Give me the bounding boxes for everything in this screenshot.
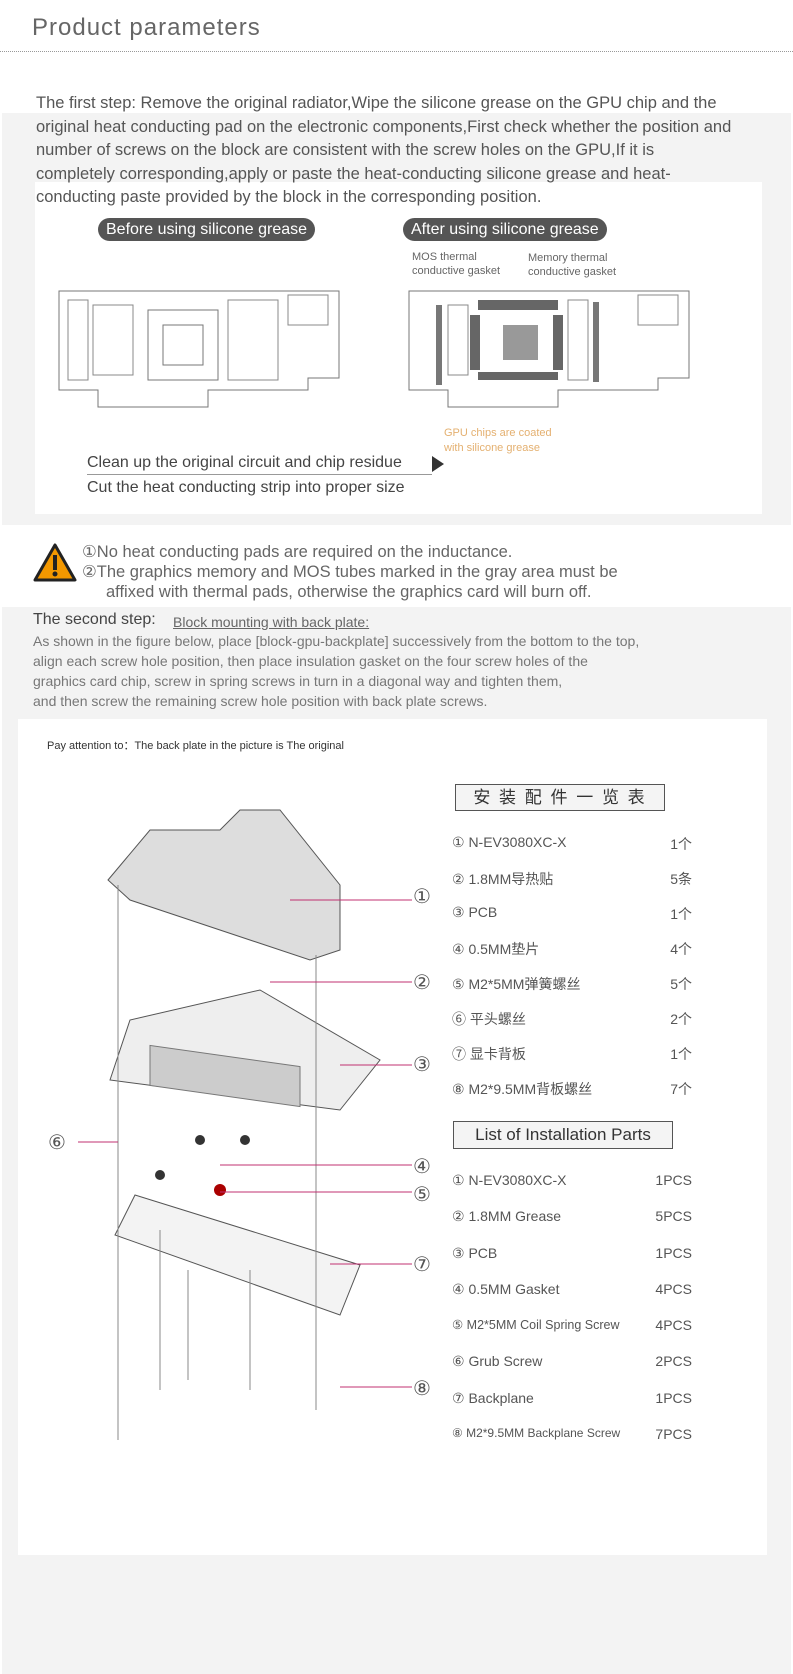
parts-en-row: ④ 0.5MM Gasket 4PCS bbox=[452, 1281, 692, 1317]
parts-en-row: ② 1.8MM Grease 5PCS bbox=[452, 1208, 692, 1244]
step2-line: graphics card chip, screw in spring scre… bbox=[33, 673, 563, 689]
parts-en-row: ⑦ Backplane 1PCS bbox=[452, 1390, 692, 1426]
part-qty: 4PCS bbox=[655, 1317, 692, 1334]
before-label: Before using silicone grease bbox=[98, 218, 316, 241]
exploded-assembly-diagram bbox=[78, 809, 412, 1440]
cut-label: Cut the heat conducting strip into prope… bbox=[87, 479, 405, 496]
pcb-before-diagram bbox=[58, 290, 340, 408]
memory-label: Memory thermal conductive gasket bbox=[528, 252, 617, 278]
parts-en-row: ① N-EV3080XC-X 1PCS bbox=[452, 1172, 692, 1208]
part-qty: 7个 bbox=[670, 1081, 692, 1097]
part-name: ④ 0.5MM垫片 bbox=[452, 941, 540, 957]
parts-cn-row: ⑧ M2*9.5MM背板螺丝 7个 bbox=[452, 1079, 692, 1114]
step2-title: The second step: bbox=[33, 611, 156, 628]
part-qty: 2PCS bbox=[655, 1353, 692, 1370]
parts-cn-title: 安 装 配 件 一 览 表 bbox=[455, 784, 665, 811]
callout-8: ⑧ bbox=[413, 1378, 431, 1400]
step2-line: and then screw the remaining screw hole … bbox=[33, 693, 488, 709]
part-name: ⑤ M2*5MM弹簧螺丝 bbox=[452, 976, 581, 992]
part-qty: 1个 bbox=[670, 836, 692, 852]
step1-text: The first step: Remove the original radi… bbox=[36, 94, 732, 206]
part-name: ① N-EV3080XC-X bbox=[452, 834, 567, 850]
part-qty: 5条 bbox=[670, 871, 692, 887]
step2-line: align each screw hole position, then pla… bbox=[33, 653, 588, 669]
part-qty: 1PCS bbox=[655, 1389, 692, 1406]
part-name: ⑦ 显卡背板 bbox=[452, 1046, 526, 1062]
part-name: ③ PCB bbox=[452, 1244, 498, 1261]
parts-cn-row: ④ 0.5MM垫片 4个 bbox=[452, 939, 692, 974]
warning-line-1: ①No heat conducting pads are required on… bbox=[82, 543, 513, 561]
part-name: ⑥ 平头螺丝 bbox=[452, 1011, 526, 1027]
parts-cn-row: ② 1.8MM导热贴 5条 bbox=[452, 869, 692, 904]
part-name: ⑧ M2*9.5MM Backplane Screw bbox=[452, 1426, 621, 1441]
clean-label: Clean up the original circuit and chip r… bbox=[87, 454, 402, 471]
part-name: ⑤ M2*5MM Coil Spring Screw bbox=[452, 1318, 620, 1333]
step2-subtitle: Block mounting with back plate: bbox=[173, 614, 370, 630]
part-qty: 7PCS bbox=[655, 1426, 692, 1443]
part-name: ⑧ M2*9.5MM背板螺丝 bbox=[452, 1081, 593, 1097]
parts-cn-row: ⑦ 显卡背板 1个 bbox=[452, 1044, 692, 1079]
mos-label: MOS thermal conductive gasket bbox=[412, 251, 501, 277]
divider bbox=[87, 474, 432, 475]
parts-cn-row: ⑤ M2*5MM弹簧螺丝 5个 bbox=[452, 974, 692, 1009]
parts-en-row: ⑤ M2*5MM Coil Spring Screw 4PCS bbox=[452, 1317, 692, 1353]
part-name: ④ 0.5MM Gasket bbox=[452, 1280, 560, 1297]
part-qty: 1PCS bbox=[655, 1244, 692, 1261]
step2-line: As shown in the figure below, place [blo… bbox=[33, 633, 640, 649]
part-qty: 1个 bbox=[670, 1046, 692, 1062]
part-name: ① N-EV3080XC-X bbox=[452, 1172, 567, 1188]
callout-6: ⑥ bbox=[48, 1132, 66, 1154]
warning-line-2: ②The graphics memory and MOS tubes marke… bbox=[82, 563, 618, 581]
part-name: ⑥ Grub Screw bbox=[452, 1353, 543, 1370]
parts-en-list: ① N-EV3080XC-X 1PCS ② 1.8MM Grease 5PCS ③ … bbox=[452, 1172, 692, 1462]
part-name: ⑦ Backplane bbox=[452, 1389, 534, 1406]
part-qty: 5个 bbox=[670, 976, 692, 992]
parts-en-row: ③ PCB 1PCS bbox=[452, 1245, 692, 1281]
part-qty: 2个 bbox=[670, 1011, 692, 1027]
part-qty: 4PCS bbox=[655, 1280, 692, 1297]
part-name: ③ PCB bbox=[452, 904, 498, 920]
parts-en-title: List of Installation Parts bbox=[453, 1121, 673, 1149]
parts-cn-row: ③ PCB 1个 bbox=[452, 904, 692, 939]
divider bbox=[0, 51, 793, 52]
part-qty: 1个 bbox=[670, 906, 692, 922]
part-qty: 1PCS bbox=[655, 1172, 692, 1188]
arrow-right-icon bbox=[432, 456, 444, 472]
part-qty: 5PCS bbox=[655, 1208, 692, 1225]
gpu-grease-label: GPU chips are coated with silicone greas… bbox=[444, 427, 552, 454]
callout-7: ⑦ bbox=[413, 1254, 431, 1276]
parts-cn-list: ① N-EV3080XC-X 1个 ② 1.8MM导热贴 5条 ③ PCB 1个 ④ … bbox=[452, 834, 692, 1114]
pcb-after-diagram bbox=[408, 290, 690, 408]
parts-cn-row: ⑥ 平头螺丝 2个 bbox=[452, 1009, 692, 1044]
callout-1: ① bbox=[413, 886, 431, 908]
part-name: ② 1.8MM导热贴 bbox=[452, 871, 554, 887]
part-qty: 4个 bbox=[670, 941, 692, 957]
warning-line-3: affixed with thermal pads, otherwise the… bbox=[106, 583, 592, 601]
parts-en-row: ⑧ M2*9.5MM Backplane Screw 7PCS bbox=[452, 1426, 692, 1462]
callout-5: ⑤ bbox=[413, 1184, 431, 1206]
diagram-note: Pay attention to：The back plate in the p… bbox=[47, 740, 344, 752]
callout-4: ④ bbox=[413, 1156, 431, 1178]
parts-en-row: ⑥ Grub Screw 2PCS bbox=[452, 1353, 692, 1389]
callout-3: ③ bbox=[413, 1054, 431, 1076]
part-name: ② 1.8MM Grease bbox=[452, 1208, 562, 1225]
callout-2: ② bbox=[413, 972, 431, 994]
parts-cn-row: ① N-EV3080XC-X 1个 bbox=[452, 834, 692, 869]
warning-icon bbox=[33, 543, 77, 582]
page-title: Product parameters bbox=[32, 14, 261, 41]
after-label: After using silicone grease bbox=[403, 218, 607, 241]
